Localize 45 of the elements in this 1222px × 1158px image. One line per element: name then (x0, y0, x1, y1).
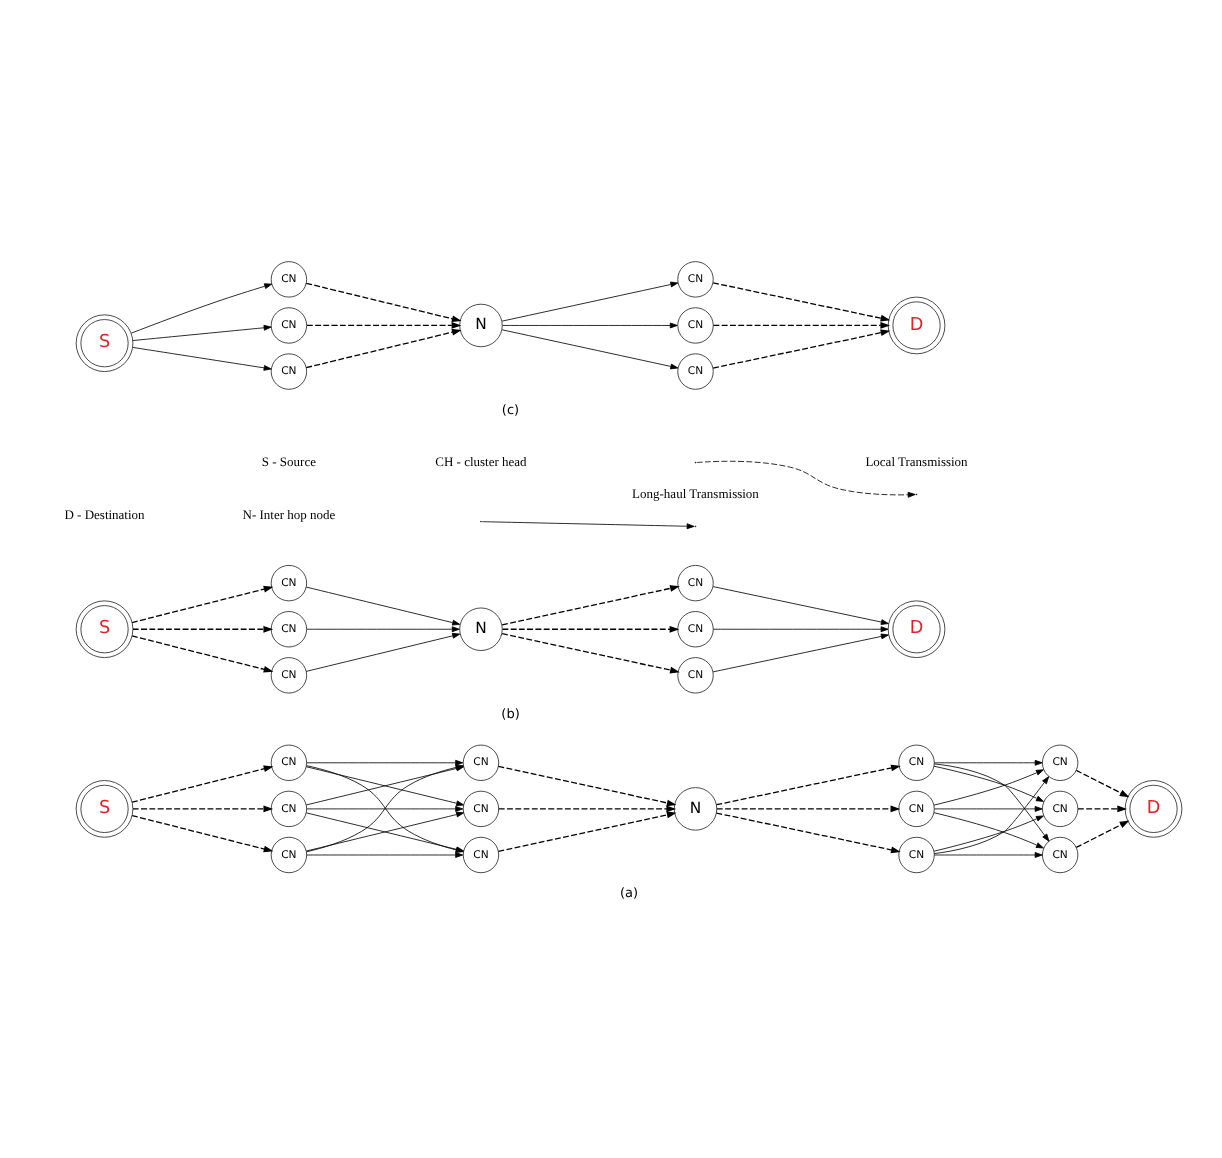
arrow (305, 586, 461, 626)
arrow (501, 281, 679, 322)
arrow (712, 586, 889, 625)
arrow (132, 347, 272, 371)
arrow (131, 814, 274, 853)
arrow (934, 852, 1043, 858)
arrow (131, 585, 274, 624)
arrow (306, 626, 460, 633)
arrow (713, 626, 889, 633)
arrow (306, 852, 464, 858)
arrow (934, 806, 1043, 812)
arrow (1075, 820, 1130, 849)
arrow (306, 322, 462, 329)
arrow (306, 806, 464, 812)
arrow (501, 632, 680, 674)
arrow (712, 329, 891, 369)
arrow (502, 322, 678, 329)
arrow (497, 765, 677, 807)
node-circle: D (887, 296, 946, 355)
arrow (131, 765, 274, 803)
arrow (132, 805, 274, 813)
arrow (712, 322, 891, 329)
arrow (716, 805, 901, 813)
arrow (712, 282, 891, 322)
arrow (131, 635, 274, 673)
arrow (715, 764, 901, 806)
arrow (305, 632, 461, 672)
arrow (501, 329, 679, 370)
arrow (933, 763, 1050, 842)
arrow (305, 282, 462, 323)
arrow (712, 633, 889, 673)
arrow (132, 324, 272, 341)
arrow (305, 328, 462, 369)
arrow (933, 776, 1050, 854)
arrow (715, 812, 901, 854)
arrow (501, 585, 680, 626)
arrow (1077, 805, 1127, 813)
arrow (934, 759, 1043, 766)
arrow (501, 625, 680, 633)
arrow (131, 283, 273, 334)
arrow (497, 811, 677, 853)
arrow (132, 625, 274, 633)
arrow (498, 805, 677, 813)
arrow (1075, 769, 1130, 798)
arrow (306, 759, 464, 766)
